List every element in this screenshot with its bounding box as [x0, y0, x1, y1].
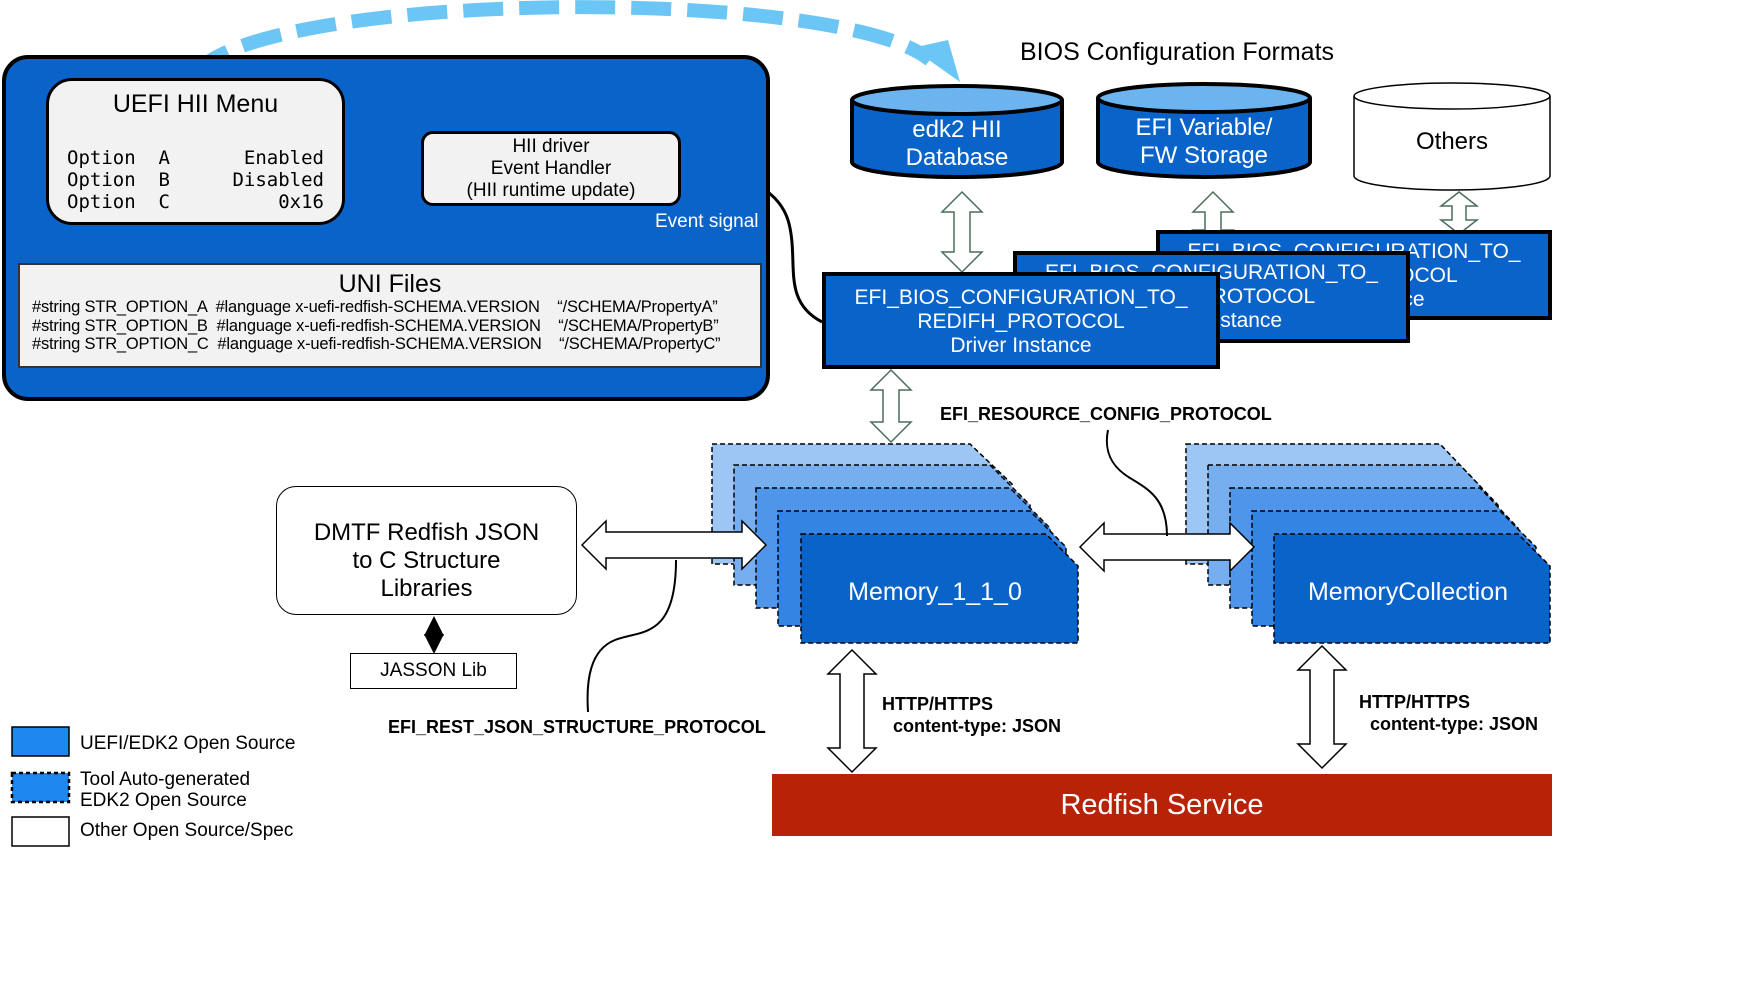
- jasson-lib: JASSON Lib: [350, 653, 517, 689]
- store-label-line: Others: [1415, 128, 1489, 155]
- others-double-arrow: [1438, 191, 1480, 235]
- hii-driver-line: HII driver: [512, 136, 590, 157]
- legend-label-generated: Tool Auto-generated EDK2 Open Source: [80, 769, 251, 811]
- memory-collection-double-arrow: [1078, 521, 1256, 573]
- rest-json-callout-line: [586, 559, 677, 713]
- http-content-type-text: content-type: JSON: [893, 716, 1062, 736]
- memory-stack-label: Memory_1_1_0: [848, 578, 1022, 606]
- legend-swatch-uefi: [11, 726, 70, 757]
- option-value: Enabled: [243, 147, 324, 169]
- store-label-line: edk2 HII: [912, 116, 1002, 143]
- resource-config-double-arrow: [869, 368, 913, 444]
- http-protocol-text: HTTP/HTTPS: [1359, 692, 1470, 712]
- efi-variable-label: EFI Variable/ FW Storage: [1098, 114, 1310, 170]
- hii-sync-arrowhead: [912, 40, 960, 82]
- http-label-memory: HTTP/HTTPS content-type: JSON: [882, 693, 1061, 737]
- legend-swatch-generated: [10, 771, 71, 804]
- store-label-line: EFI Variable/: [1135, 114, 1273, 141]
- memory-stack: [711, 443, 1079, 644]
- driver-line: Driver Instance: [950, 334, 1092, 357]
- driver-line: REDIFH_PROTOCOL: [917, 310, 1125, 333]
- others-label: Others: [1354, 128, 1550, 156]
- driver-instance-front: EFI_BIOS_CONFIGURATION_TO_ REDIFH_PROTOC…: [822, 272, 1220, 369]
- resource-config-callout-line: [1105, 429, 1168, 537]
- resource-config-protocol-label: EFI_RESOURCE_CONFIG_PROTOCOL: [940, 404, 1272, 424]
- hii-option-row: Option C 0x16: [67, 191, 324, 213]
- option-value: 0x16: [278, 191, 324, 213]
- dmtf-memory-double-arrow: [580, 519, 768, 571]
- uni-files-box: UNI Files #string STR_OPTION_A #language…: [18, 263, 762, 368]
- dmtf-redfish-libraries: DMTF Redfish JSON to C Structure Librari…: [276, 486, 577, 615]
- hii-database-label: edk2 HII Database: [852, 116, 1062, 172]
- option-value: Disabled: [232, 169, 324, 191]
- event-signal-label: Event signal: [655, 211, 759, 232]
- hii-driver-line: Event Handler: [490, 158, 612, 179]
- memory-collection-stack: [1185, 443, 1551, 644]
- hii-driver-event-handler: HII driver Event Handler (HII runtime up…: [421, 131, 681, 206]
- hii-option-row: Option A Enabled: [67, 147, 324, 169]
- uni-string-line: #string STR_OPTION_C #language x-uefi-re…: [32, 335, 721, 353]
- hii-database-cylinder: [850, 84, 1064, 179]
- legend-label-uefi: UEFI/EDK2 Open Source: [80, 733, 296, 754]
- uni-files-title: UNI Files: [338, 270, 442, 298]
- dmtf-line: DMTF Redfish JSON: [313, 519, 540, 546]
- option-name: Option A: [67, 147, 170, 169]
- http-label-collection: HTTP/HTTPS content-type: JSON: [1359, 691, 1538, 735]
- redfish-service-bar: Redfish Service: [772, 774, 1552, 836]
- http-protocol-text: HTTP/HTTPS: [882, 694, 993, 714]
- uefi-hii-menu: UEFI HII Menu Option A Enabled Option B …: [46, 78, 345, 225]
- collection-http-double-arrow: [1296, 644, 1348, 770]
- efi-variable-cylinder: [1096, 82, 1312, 179]
- driver-line: EFI_BIOS_CONFIGURATION_TO_: [854, 286, 1188, 309]
- http-content-type-text: content-type: JSON: [1370, 714, 1539, 734]
- option-name: Option C: [67, 191, 170, 213]
- legend-swatch-other: [11, 816, 70, 847]
- hii-driver-line: (HII runtime update): [466, 180, 636, 201]
- hii-db-double-arrow: [940, 190, 984, 274]
- store-label-line: Database: [905, 144, 1009, 171]
- legend-label-other: Other Open Source/Spec: [80, 820, 294, 841]
- hii-menu-title: UEFI HII Menu: [112, 90, 279, 118]
- store-label-line: FW Storage: [1139, 142, 1269, 169]
- memory-collection-label: MemoryCollection: [1307, 578, 1509, 606]
- hii-option-row: Option B Disabled: [67, 169, 324, 191]
- option-name: Option B: [67, 169, 170, 191]
- rest-json-protocol-label: EFI_REST_JSON_STRUCTURE_PROTOCOL: [388, 717, 766, 737]
- hii-sync-dashed-arrow: [189, 0, 935, 79]
- uni-string-line: #string STR_OPTION_A #language x-uefi-re…: [32, 298, 718, 316]
- dmtf-line: Libraries: [380, 575, 473, 602]
- uni-string-line: #string STR_OPTION_B #language x-uefi-re…: [32, 317, 719, 335]
- dmtf-line: to C Structure: [352, 547, 501, 574]
- bios-formats-title: BIOS Configuration Formats: [1020, 38, 1335, 66]
- memory-http-double-arrow: [826, 648, 878, 774]
- others-cylinder: [1353, 82, 1551, 191]
